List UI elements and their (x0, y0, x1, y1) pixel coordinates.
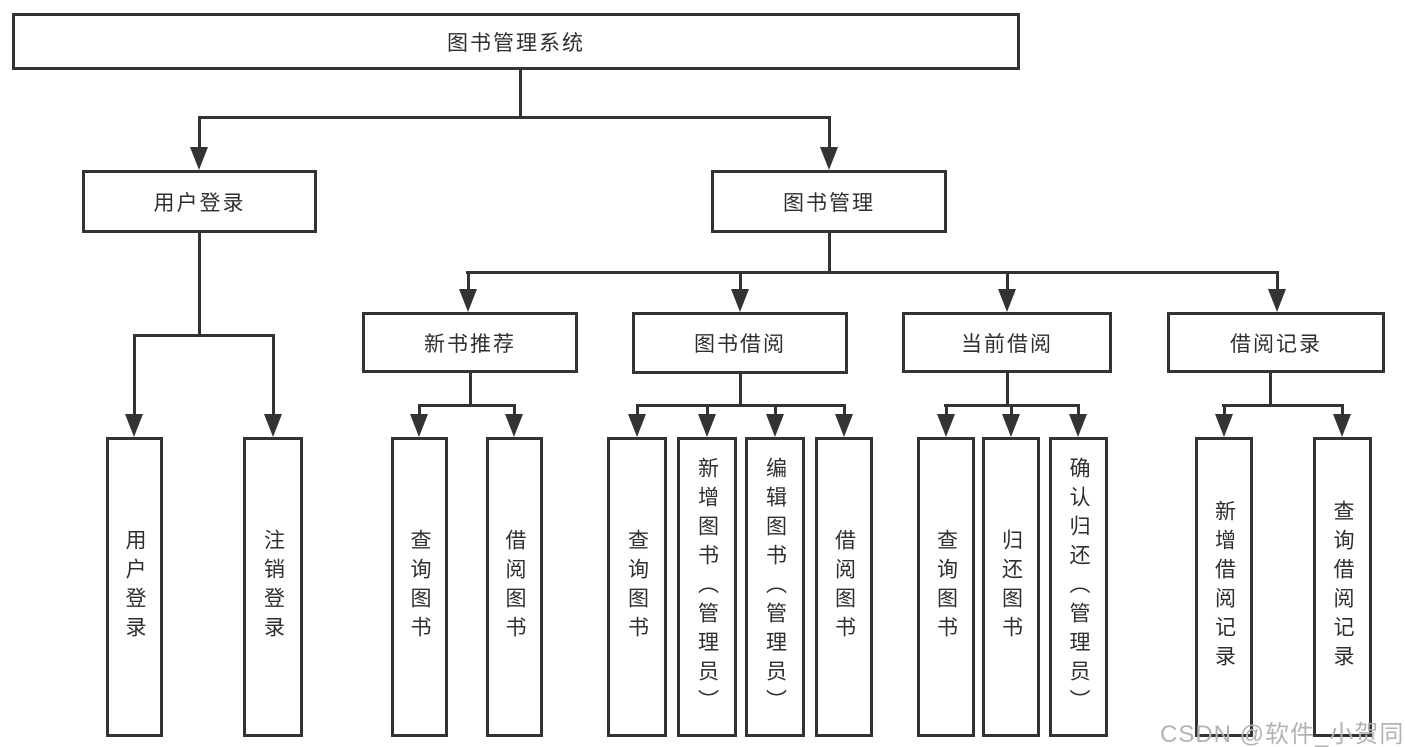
arrow-down-icon (1215, 414, 1233, 437)
node-user-login: 用户登录 (82, 170, 317, 233)
arrow-down-icon (410, 414, 428, 437)
node-current-query-books: 查询图书 (917, 437, 975, 737)
arrow-down-icon (125, 414, 143, 437)
node-recommend-query-books: 查询图书 (391, 437, 448, 737)
node-borrow-query-books: 查询图书 (607, 437, 667, 737)
arrow-down-icon (820, 147, 838, 170)
connector-vline (636, 404, 639, 416)
arrow-down-icon (459, 289, 477, 312)
connector-vline (469, 373, 472, 406)
node-book-borrow: 图书借阅 (632, 312, 848, 374)
arrow-down-icon (1002, 414, 1020, 437)
connector-hline (198, 116, 831, 119)
node-borrow-edit-books-admin: 编辑图书（管理员） (745, 437, 805, 737)
arrow-down-icon (628, 414, 646, 437)
arrow-down-icon (1268, 289, 1286, 312)
arrow-down-icon (835, 414, 853, 437)
arrow-down-icon (937, 414, 955, 437)
node-library-management-system: 图书管理系统 (12, 13, 1020, 70)
arrow-down-icon (1069, 414, 1087, 437)
arrow-down-icon (698, 414, 716, 437)
connector-vline (198, 233, 201, 336)
connector-vline (513, 404, 516, 416)
connector-vline (1077, 404, 1080, 416)
connector-vline (519, 70, 522, 118)
arrow-down-icon (731, 289, 749, 312)
connector-vline (272, 334, 275, 416)
node-logout: 注销登录 (243, 437, 303, 737)
node-records-add-record: 新增借阅记录 (1195, 437, 1253, 737)
node-borrow-borrow-books: 借阅图书 (815, 437, 873, 737)
arrow-down-icon (264, 414, 282, 437)
arrow-down-icon (1333, 414, 1351, 437)
node-current-borrow: 当前借阅 (902, 312, 1112, 373)
node-current-return-books: 归还图书 (982, 437, 1040, 737)
connector-vline (739, 271, 742, 291)
connector-hline (418, 404, 516, 407)
connector-hline (466, 271, 1279, 274)
arrow-down-icon (190, 147, 208, 170)
node-current-confirm-return-admin: 确认归还（管理员） (1049, 437, 1108, 737)
connector-vline (1269, 373, 1272, 406)
node-book-management: 图书管理 (711, 170, 947, 233)
connector-vline (418, 404, 421, 416)
node-records-query-record: 查询借阅记录 (1313, 437, 1372, 737)
connector-vline (774, 404, 777, 416)
connector-hline (636, 404, 846, 407)
connector-vline (706, 404, 709, 416)
connector-vline (1223, 404, 1226, 416)
connector-vline (1006, 373, 1009, 406)
connector-vline (1276, 271, 1279, 291)
connector-vline (828, 116, 831, 150)
node-borrow-record: 借阅记录 (1167, 312, 1385, 373)
connector-vline (739, 374, 742, 406)
connector-hline (133, 334, 275, 337)
node-borrow-add-books-admin: 新增图书（管理员） (677, 437, 737, 737)
connector-vline (198, 116, 201, 150)
connector-vline (1341, 404, 1344, 416)
connector-vline (945, 404, 948, 416)
arrow-down-icon (505, 414, 523, 437)
csdn-watermark: CSDN @软件_小贺同学 (1160, 721, 1405, 747)
connector-vline (467, 271, 470, 291)
node-user-login-leaf: 用户登录 (106, 437, 163, 737)
connector-vline (828, 233, 831, 273)
arrow-down-icon (766, 414, 784, 437)
connector-vline (133, 334, 136, 416)
connector-vline (843, 404, 846, 416)
node-new-book-recommend: 新书推荐 (362, 312, 578, 373)
connector-vline (1006, 271, 1009, 291)
node-recommend-borrow-books: 借阅图书 (486, 437, 543, 737)
arrow-down-icon (998, 289, 1016, 312)
connector-hline (1222, 404, 1344, 407)
connector-vline (1010, 404, 1013, 416)
